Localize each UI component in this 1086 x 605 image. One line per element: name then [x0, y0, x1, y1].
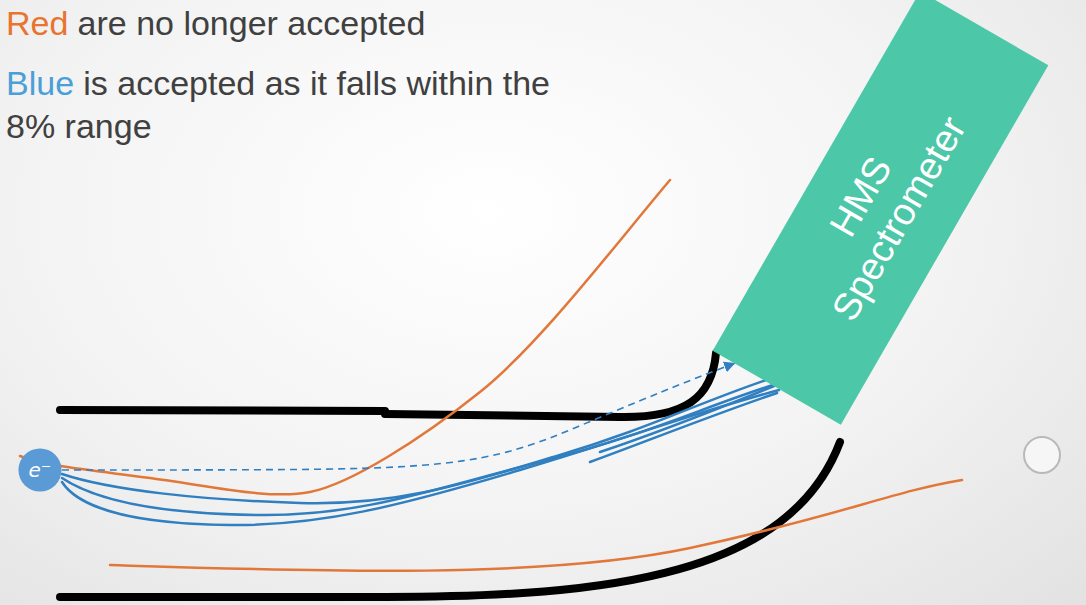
- note-text: are no longer accepted: [78, 4, 426, 42]
- note-text: is accepted as it falls within the 8% ra…: [6, 64, 550, 145]
- blue-key: Blue: [6, 64, 74, 102]
- pipe-wall: [60, 593, 385, 601]
- spectrometer-label: HMS Spectrometer: [775, 69, 986, 347]
- electron-circle: e⁻: [18, 448, 62, 492]
- trajectory-arrow: [62, 363, 734, 470]
- accepted-track: [590, 393, 777, 462]
- text-line: Blueis accepted as it falls within the 8…: [6, 62, 601, 147]
- pipe-wall: [385, 442, 840, 597]
- red-key: Red: [6, 4, 68, 42]
- accepted-tracks: [62, 378, 779, 525]
- spectrometer-box: HMS Spectrometer: [712, 0, 1048, 425]
- accepted-track: [62, 378, 772, 503]
- rejected-track: [20, 180, 670, 494]
- circle-outline: [18, 448, 62, 492]
- nav-button: [1024, 437, 1060, 473]
- pipe-wall: [385, 353, 716, 417]
- electron-shape: [18, 448, 61, 491]
- accepted-track: [600, 386, 774, 452]
- particle-label: e⁻: [29, 459, 52, 482]
- accepted-track: [62, 384, 776, 515]
- text-line: Red are no longer accepted: [6, 2, 1006, 45]
- accepted-track: [62, 390, 779, 525]
- pipe-wall: [60, 410, 385, 411]
- beam-pipe: [60, 353, 840, 597]
- rejected-tracks: [20, 180, 962, 571]
